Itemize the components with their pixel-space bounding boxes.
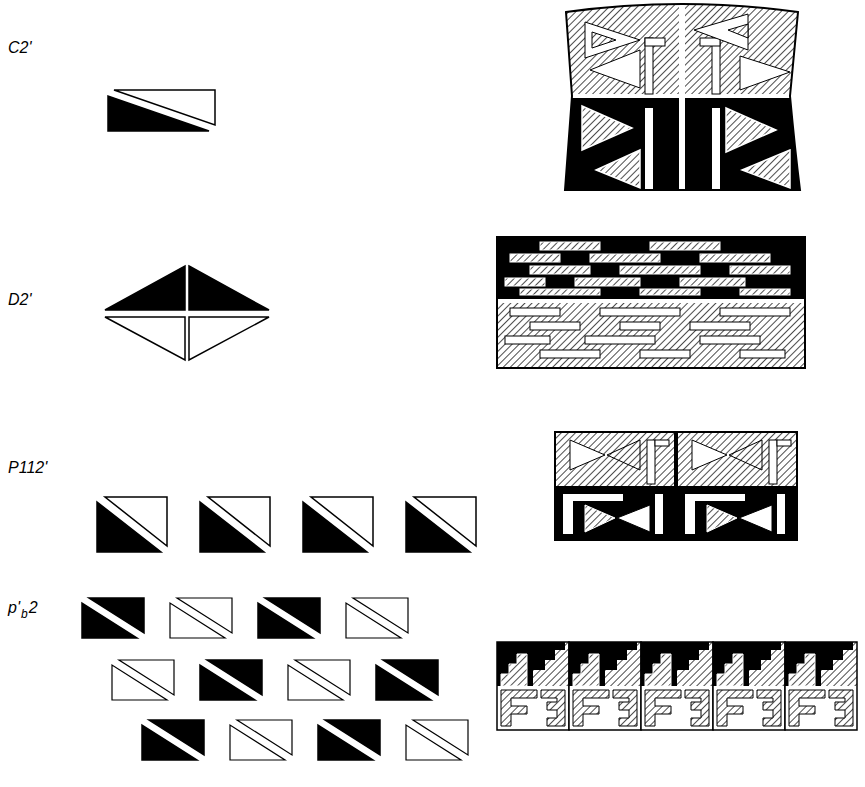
pattern-label: D2'	[8, 290, 32, 309]
pb2-motif-light	[170, 598, 232, 638]
p112-motif	[200, 497, 270, 552]
pb2-motif-dark	[376, 660, 438, 700]
frieze-illustration	[713, 642, 785, 730]
p112-motif	[97, 497, 167, 552]
frieze-illustration	[569, 642, 641, 730]
panel-illustration	[555, 432, 675, 540]
pattern-label-part: p'	[8, 598, 20, 617]
pb2-motif-dark	[82, 598, 144, 638]
panel-illustration	[677, 432, 797, 540]
pb2-motif-light	[346, 598, 408, 638]
frieze-illustration	[785, 642, 857, 730]
pattern-label-part: 2	[29, 598, 38, 617]
pb2-motif-light	[112, 660, 174, 700]
pb2-motif-light	[230, 720, 292, 760]
pattern-label-part: b	[21, 607, 28, 621]
p112-motif	[303, 497, 373, 552]
pattern-label: P112'	[8, 458, 47, 477]
pb2-motif-dark	[200, 660, 262, 700]
vessel-illustration	[560, 0, 805, 191]
pb2-motif-dark	[258, 598, 320, 638]
frieze-illustration	[497, 642, 569, 730]
band-illustration	[497, 237, 805, 368]
pb2-motif-dark	[318, 720, 380, 760]
pb2-motif-light	[406, 720, 468, 760]
d2-motif	[105, 266, 269, 360]
p112-motif	[406, 497, 476, 552]
c2-motif	[108, 90, 215, 131]
pb2-motif-dark	[142, 720, 204, 760]
pattern-label: C2'	[8, 38, 32, 57]
frieze-illustration	[641, 642, 713, 730]
pb2-motif-light	[288, 660, 350, 700]
